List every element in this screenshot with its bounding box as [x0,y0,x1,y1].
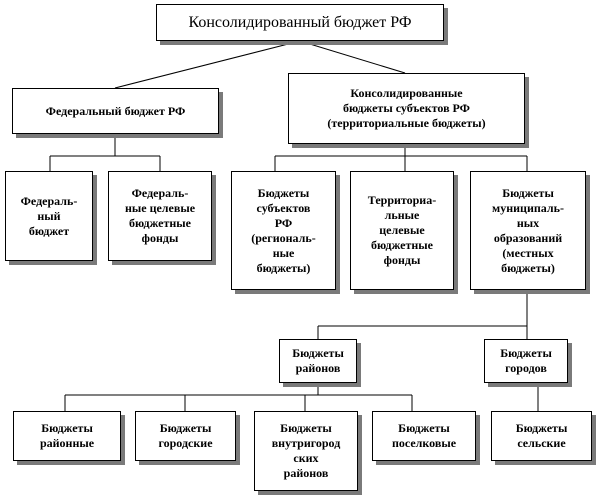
leaf-district-budgets: Бюджеты районные [13,411,121,461]
leaf-rural-budgets: Бюджеты сельские [491,411,592,461]
connector-root-federal [114,40,301,89]
connector-root-regional [299,40,406,74]
federal-target-funds-box: Федераль- ные целевые бюджетные фонды [108,171,212,261]
leaf-intracity-budgets: Бюджеты внутригород ских районов [254,411,358,491]
subjects-budgets-box: Бюджеты субъектов РФ (региональ- ные бюд… [231,171,336,290]
federal-budget-rf: Федеральный бюджет РФ [12,88,219,134]
regional-consolidated-budgets: Консолидированные бюджеты субъектов РФ (… [288,73,525,144]
federal-budget-box: Федераль- ный бюджет [5,171,93,261]
territorial-funds-box: Территориа- льные целевые бюджетные фонд… [350,171,454,290]
city-budgets-box: Бюджеты городов [484,339,568,383]
district-budgets-box: Бюджеты районов [279,339,357,383]
leaf-city-budgets: Бюджеты городские [135,411,236,461]
municipal-budgets-box: Бюджеты муниципаль- ных образований (мес… [470,171,586,290]
leaf-settlement-budgets: Бюджеты поселковые [372,411,476,461]
root-consolidated-budget: Консолидированный бюджет РФ [156,4,444,41]
